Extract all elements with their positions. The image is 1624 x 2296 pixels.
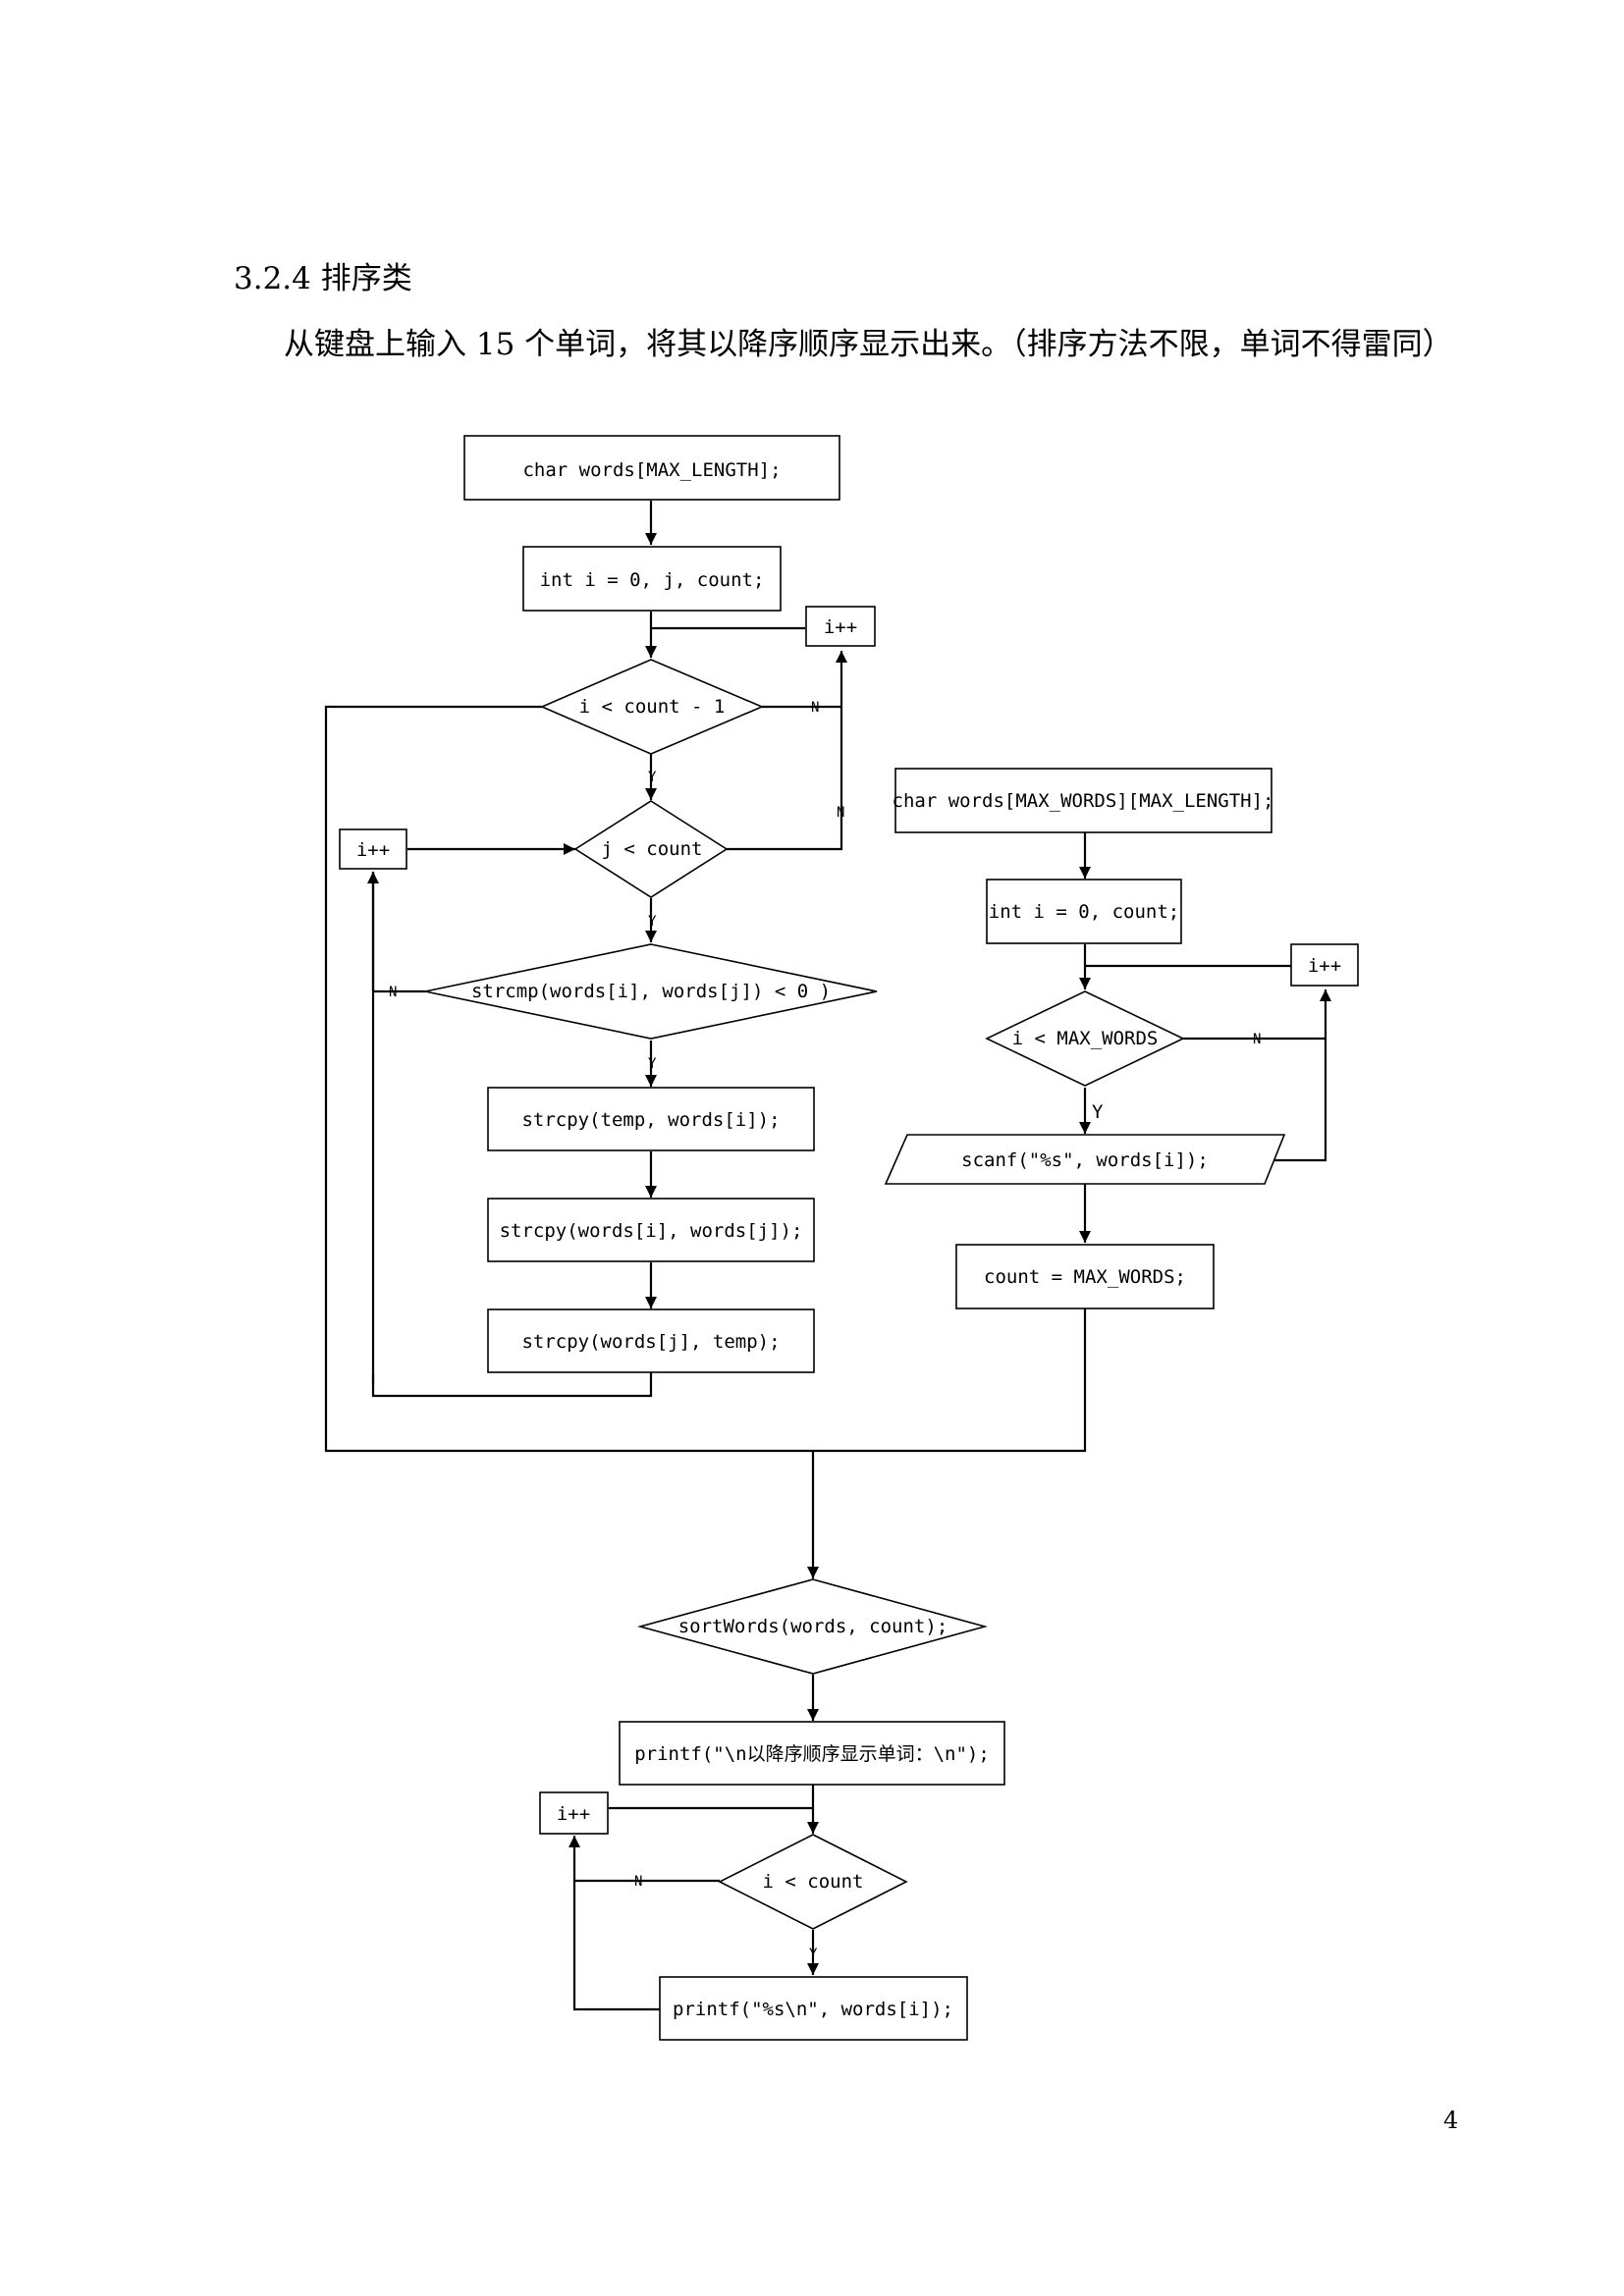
node-scanf: scanf("%s", words[i]); — [884, 1134, 1286, 1185]
label-yes: Y — [648, 1056, 657, 1072]
svg-text:sortWords(words, count);: sortWords(words, count); — [678, 1616, 948, 1637]
svg-text:scanf("%s", words[i]);: scanf("%s", words[i]); — [961, 1149, 1209, 1171]
label-no: N — [1253, 1032, 1261, 1047]
input-connectors — [813, 832, 1331, 1453]
node-inc-read: i++ — [1290, 943, 1359, 987]
node-copy-1: strcpy(temp, words[i]); — [487, 1087, 815, 1151]
section-heading: 3.2.4 排序类 — [234, 261, 412, 296]
svg-text:i < count: i < count — [763, 1871, 864, 1893]
node-print-word: printf("%s\n", words[i]); — [659, 1976, 968, 2041]
svg-text:i++: i++ — [824, 616, 857, 638]
node-inc-outer: i++ — [805, 606, 876, 647]
label-no: N — [811, 700, 819, 716]
node-assign-count: count = MAX_WORDS; — [955, 1244, 1215, 1309]
label-no: N — [389, 985, 397, 1000]
node-decl-ijcount: int i = 0, j, count; — [522, 546, 782, 612]
svg-text:char words[MAX_WORDS][MAX_LENG: char words[MAX_WORDS][MAX_LENGTH]; — [893, 790, 1274, 812]
svg-text:strcpy(temp, words[i]);: strcpy(temp, words[i]); — [521, 1109, 780, 1131]
svg-text:i++: i++ — [1308, 955, 1341, 977]
svg-text:i++: i++ — [356, 839, 390, 861]
svg-text:i++: i++ — [557, 1803, 590, 1825]
node-print-header: printf("\n以降序顺序显示单词：\n"); — [619, 1721, 1005, 1786]
node-decl-icount: int i = 0, count; — [986, 879, 1182, 944]
svg-text:char words[MAX_LENGTH];: char words[MAX_LENGTH]; — [522, 459, 781, 481]
svg-text:i < count - 1: i < count - 1 — [579, 696, 726, 718]
page-number: 4 — [1443, 2107, 1459, 2134]
svg-text:int i = 0, count;: int i = 0, count; — [989, 901, 1179, 923]
svg-text:int i = 0, j, count;: int i = 0, j, count; — [540, 569, 765, 591]
node-copy-3: strcpy(words[j], temp); — [487, 1308, 815, 1373]
label-no: N — [634, 1874, 642, 1890]
main-connectors — [568, 1451, 819, 2011]
svg-text:printf("\n以降序顺序显示单词：\n");: printf("\n以降序顺序显示单词：\n"); — [634, 1743, 990, 1765]
node-inc-inner: i++ — [339, 828, 407, 870]
node-cond-inner: j < count — [573, 800, 729, 898]
node-cond-print: i < count — [718, 1834, 908, 1930]
svg-text:strcpy(words[i], words[j]);: strcpy(words[i], words[j]); — [500, 1220, 803, 1242]
svg-text:i < MAX_WORDS: i < MAX_WORDS — [1012, 1028, 1159, 1049]
section-paragraph: 从键盘上输入 15 个单词，将其以降序顺序显示出来。（排序方法不限，单词不得雷同… — [284, 327, 1453, 362]
svg-text:strcpy(words[j], temp);: strcpy(words[j], temp); — [521, 1331, 780, 1353]
svg-text:count = MAX_WORDS;: count = MAX_WORDS; — [984, 1266, 1186, 1288]
label-yes: Y — [648, 770, 657, 785]
node-decl-words2d: char words[MAX_WORDS][MAX_LENGTH]; — [893, 768, 1274, 833]
label-yes: Y — [809, 1947, 818, 1962]
node-cond-read: i < MAX_WORDS — [985, 990, 1185, 1087]
branch-labels: N Y N Y N Y N Y N Y — [389, 700, 1261, 1962]
node-call-sort: sortWords(words, count); — [636, 1578, 989, 1675]
node-copy-2: strcpy(words[i], words[j]); — [487, 1198, 815, 1262]
node-inc-print: i++ — [539, 1791, 609, 1835]
node-cond-strcmp: strcmp(words[i], words[j]) < 0 ) — [424, 943, 878, 1040]
node-decl-words: char words[MAX_LENGTH]; — [463, 435, 840, 501]
sort-connectors — [324, 501, 847, 1453]
node-cond-outer: i < count - 1 — [539, 659, 765, 755]
svg-text:printf("%s\n", words[i]);: printf("%s\n", words[i]); — [673, 1999, 953, 2020]
svg-text:j < count: j < count — [602, 838, 703, 860]
label-yes: Y — [648, 914, 657, 930]
svg-text:strcmp(words[i], words[j]) < 0: strcmp(words[i], words[j]) < 0 ) — [471, 981, 831, 1002]
label-yes: Y — [1092, 1101, 1104, 1123]
label-no: N — [837, 805, 844, 821]
